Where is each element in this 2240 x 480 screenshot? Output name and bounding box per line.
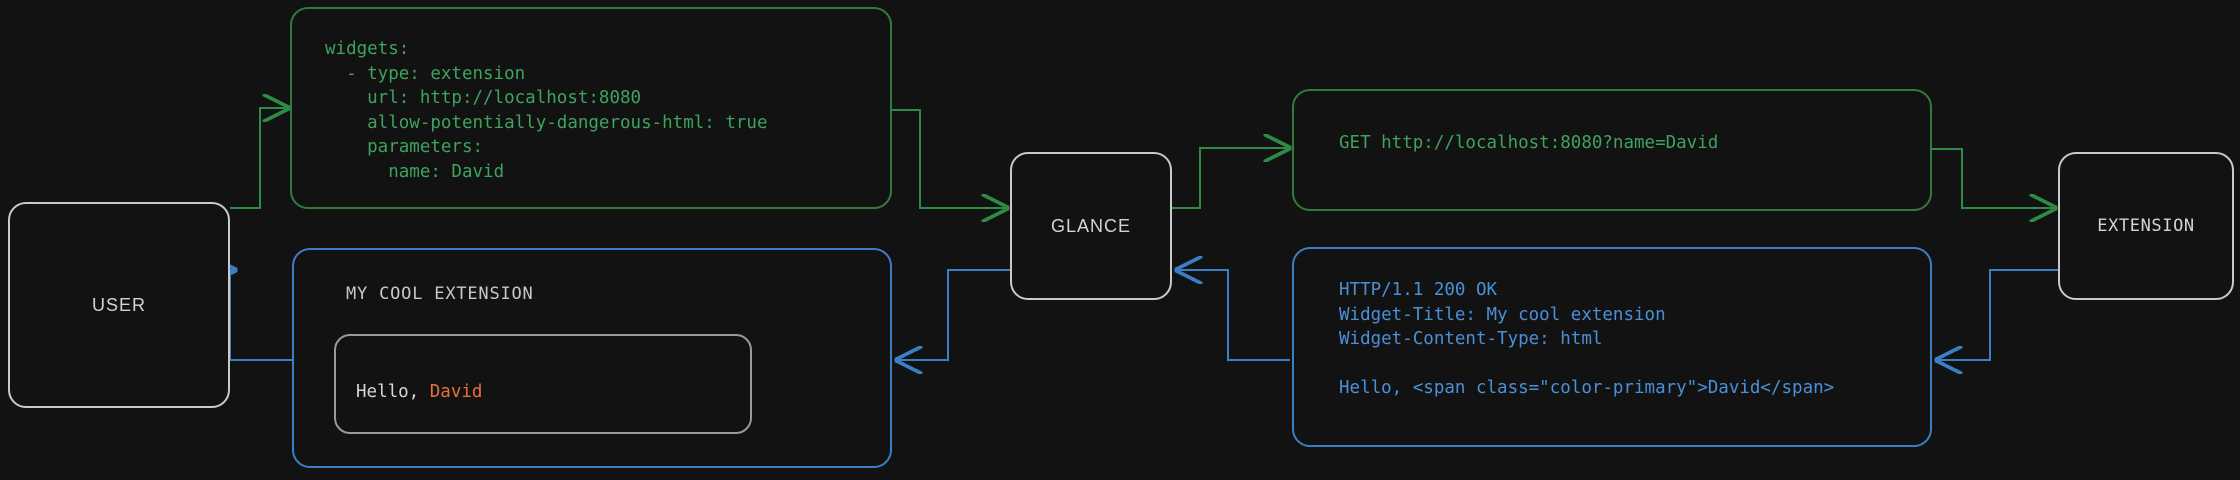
edge-request-to-extension: [1932, 148, 2055, 208]
node-user[interactable]: USER: [8, 202, 230, 408]
edge-widget-to-user: [230, 270, 292, 361]
widget-name-accent: David: [429, 382, 483, 402]
edge-response-to-glance: [1177, 270, 1290, 361]
http-request-text: GET http://localhost:8080?name=David: [1339, 133, 1719, 153]
widget-body-text: Hello, David: [356, 382, 482, 402]
widget-greeting-text: Hello,: [356, 382, 430, 402]
panel-http-request: GET http://localhost:8080?name=David: [1292, 89, 1932, 211]
edge-config-to-glance: [891, 109, 1007, 208]
panel-config-yaml: widgets: - type: extension url: http://l…: [290, 7, 892, 209]
widget-title: MY COOL EXTENSION: [346, 284, 534, 304]
config-yaml-text: widgets: - type: extension url: http://l…: [325, 39, 768, 182]
node-extension[interactable]: EXTENSION: [2058, 152, 2234, 300]
http-response-text: HTTP/1.1 200 OK Widget-Title: My cool ex…: [1339, 280, 1835, 398]
widget-content-card: Hello, David: [334, 334, 752, 434]
node-user-label: USER: [91, 294, 146, 315]
node-extension-label: EXTENSION: [2097, 216, 2195, 236]
panel-rendered-widget: MY COOL EXTENSION Hello, David: [292, 248, 892, 468]
panel-http-response: HTTP/1.1 200 OK Widget-Title: My cool ex…: [1292, 247, 1932, 447]
edge-extension-to-response: [1937, 269, 2058, 360]
edge-user-to-config: [230, 108, 288, 209]
node-glance-label: GLANCE: [1050, 215, 1132, 236]
node-glance[interactable]: GLANCE: [1010, 152, 1172, 300]
edge-glance-to-widget: [897, 269, 1010, 360]
edge-glance-to-request: [1172, 148, 1289, 209]
